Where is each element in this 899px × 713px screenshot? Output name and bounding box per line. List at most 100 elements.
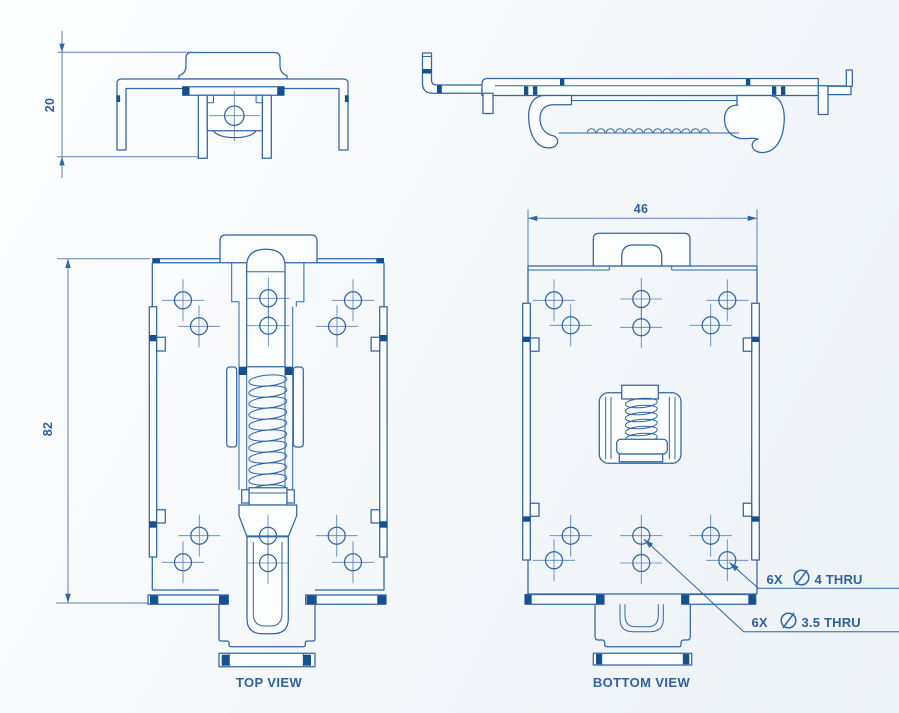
latch-bar: [618, 453, 664, 463]
bottom-view-tab: [592, 232, 691, 267]
plate-cap: [277, 86, 284, 96]
side-end-bar: [827, 85, 852, 96]
side-foot: [817, 85, 829, 116]
front-center-plate: [182, 86, 285, 96]
hole-pattern: [533, 278, 749, 584]
latch-plate: [616, 438, 668, 455]
rail-tab: [742, 502, 753, 517]
rail-tab: [156, 336, 166, 352]
band-cap: [150, 595, 159, 605]
front-view: 20: [43, 31, 349, 178]
rail-tab: [529, 502, 540, 517]
bottom-band: [524, 593, 605, 605]
callout-qty: 6X: [752, 615, 768, 630]
side-end-tab: [845, 69, 853, 87]
hole-circle: [544, 291, 564, 310]
band-cap: [219, 595, 229, 605]
edge-tick: [344, 95, 349, 102]
bottom-view: 46: [522, 202, 899, 690]
side-rail-right: [742, 302, 760, 561]
callout-spec: 3.5 THRU: [802, 615, 861, 630]
plate-cap: [303, 654, 311, 666]
side-rail-right: [370, 306, 388, 558]
band-cap: [306, 595, 317, 605]
front-inner-leg: [261, 94, 272, 159]
rail-tick: [379, 335, 388, 342]
side-right-hook: [723, 94, 785, 154]
bottom-band: [305, 594, 387, 605]
bottom-plate: [592, 652, 693, 666]
dim-arrow-up: [65, 258, 71, 268]
rail-tick: [522, 336, 531, 342]
bottom-band: [681, 593, 757, 605]
side-rail-left: [148, 306, 166, 558]
rail-tick: [560, 79, 565, 86]
rail-tick: [781, 86, 786, 95]
dimension-height-label: 20: [43, 98, 57, 113]
front-body-bar: [116, 78, 349, 151]
leader-arrow: [729, 562, 739, 572]
hole-circle: [701, 316, 720, 335]
band-cap: [748, 594, 756, 604]
dimension-width-label: 46: [634, 202, 649, 216]
diameter-symbol-icon: [793, 569, 810, 586]
dim-arrow-down: [65, 593, 71, 603]
rail-tick: [437, 85, 442, 93]
dimension-length-label: 82: [41, 422, 55, 437]
side-rail: [481, 77, 819, 97]
side-left-hook: [528, 94, 573, 149]
rail-tick: [379, 521, 388, 528]
plate-cap: [596, 654, 602, 665]
bottom-view-label: BOTTOM VIEW: [593, 675, 691, 690]
band-cap: [596, 594, 604, 604]
latch-plate: [248, 487, 288, 506]
bottom-tab: [218, 604, 316, 648]
latch-tab: [241, 489, 250, 504]
front-inner-leg: [197, 94, 208, 159]
rail-tick: [533, 86, 538, 95]
spring-coil-bumps: [586, 128, 710, 134]
diameter-symbol-icon: [780, 612, 797, 629]
hole-circle: [718, 551, 737, 570]
hole-circle: [343, 291, 363, 310]
hole-circle: [701, 526, 720, 545]
dim-arrow-right: [747, 215, 757, 221]
hole-pattern: [162, 277, 374, 584]
front-clamp-dome: [212, 130, 257, 139]
hole-circle: [190, 526, 209, 545]
rail-tab: [370, 509, 381, 524]
hole-circle: [327, 526, 346, 545]
latch-tab: [286, 489, 295, 504]
top-view-label: TOP VIEW: [236, 675, 303, 690]
band-cap: [681, 594, 690, 604]
hole-circle: [173, 291, 193, 310]
rail-tab: [529, 337, 540, 352]
slider-upper: [246, 248, 286, 368]
edge-cap: [152, 258, 160, 264]
dim-arrow-left: [528, 215, 538, 221]
hole-circle: [343, 553, 363, 572]
dimension-20-group: 20: [43, 31, 202, 178]
bottom-tab: [594, 604, 691, 648]
hole-circle: [189, 317, 209, 336]
rail-tab: [370, 336, 381, 352]
hole-circle: [327, 317, 347, 336]
callout-hole-small: 6X 3.5 THRU: [643, 538, 899, 633]
spring-cap: [285, 366, 293, 375]
dim-arrow-down: [59, 156, 65, 166]
guide-plate: [292, 366, 304, 448]
rail-tab: [156, 509, 166, 524]
hole-circle: [561, 316, 580, 335]
dimension-46-group: 46: [527, 202, 758, 305]
hole-circle: [632, 318, 651, 337]
rail-tick: [522, 516, 531, 522]
bottom-band: [147, 594, 229, 605]
plate-cap: [221, 654, 230, 666]
front-top-tab: [178, 51, 288, 80]
dim-arrow-up: [59, 43, 65, 53]
rail-tick: [751, 516, 760, 522]
edge-cap: [376, 258, 384, 264]
top-view: 82: [41, 234, 388, 690]
